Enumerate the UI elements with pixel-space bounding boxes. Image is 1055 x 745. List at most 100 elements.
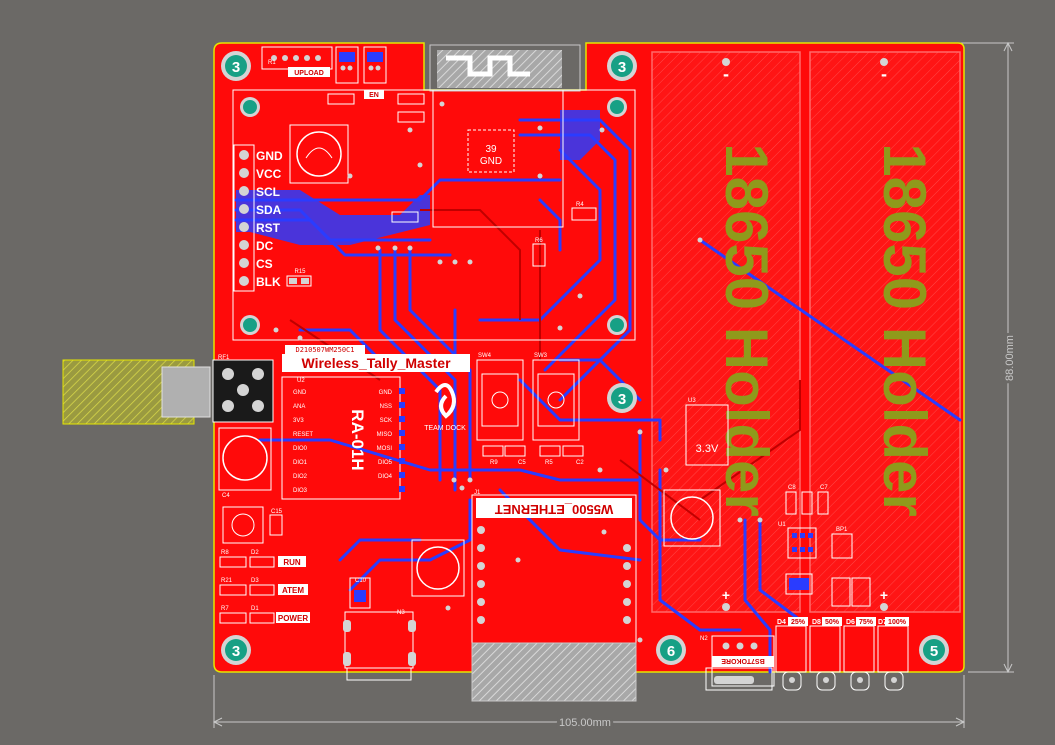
svg-text:18650 Holder: 18650 Holder — [871, 143, 938, 517]
vias — [273, 101, 763, 643]
svg-text:DIO1: DIO1 — [293, 460, 308, 466]
regulator-u3: 3.3V U3 — [685, 398, 729, 466]
svg-text:3.3V: 3.3V — [696, 443, 719, 455]
rf-connector: RF1 — [62, 355, 274, 425]
svg-text:R4: R4 — [576, 202, 584, 208]
svg-text:POWER: POWER — [278, 614, 308, 623]
dimension-height — [960, 41, 1014, 674]
smd-resistors-top — [327, 93, 425, 223]
svg-text:MOSI: MOSI — [377, 446, 393, 452]
svg-text:R9: R9 — [490, 460, 498, 466]
svg-text:R7: R7 — [221, 606, 229, 612]
resistor-r6: R6 — [532, 238, 546, 267]
resistor-r15: R15 — [286, 269, 312, 287]
mounting-hole: 5 — [919, 635, 949, 665]
svg-text:BP1: BP1 — [836, 527, 848, 533]
mounting-hole: 3 — [221, 635, 251, 665]
svg-text:DIO5: DIO5 — [378, 460, 393, 466]
svg-text:C5: C5 — [518, 460, 526, 466]
switch-en: EN — [363, 46, 387, 99]
upload-header: R1 UPLOAD — [261, 46, 333, 77]
svg-text:GND: GND — [379, 390, 393, 396]
svg-text:C8: C8 — [788, 485, 796, 491]
svg-text:R6: R6 — [535, 238, 543, 244]
svg-text:J1: J1 — [474, 490, 481, 496]
button-reset: C15 — [222, 506, 283, 544]
bottom-layer-pour — [236, 110, 600, 245]
capacitor-c4: C4 — [218, 427, 272, 499]
status-led-atem: R21 D3 ATEM — [219, 578, 308, 596]
svg-text:3: 3 — [618, 391, 626, 408]
svg-text:50%: 50% — [825, 619, 840, 626]
svg-text:SW4: SW4 — [478, 353, 492, 359]
svg-text:RESET: RESET — [293, 432, 313, 438]
esp32-gnd-pad: 39 GND — [467, 129, 515, 173]
mounting-hole: 3 — [607, 383, 637, 413]
svg-text:3: 3 — [232, 59, 240, 76]
svg-text:R21: R21 — [221, 578, 233, 584]
svg-text:18650 Holder: 18650 Holder — [713, 143, 780, 517]
lcd-pin: BLK — [239, 275, 281, 289]
svg-text:R1: R1 — [268, 60, 276, 66]
lcd-hole — [607, 315, 627, 335]
mounting-hole: 3 — [607, 51, 637, 81]
svg-text:BS7TOKORE: BS7TOKORE — [721, 657, 765, 664]
antenna-keepout — [429, 44, 581, 92]
svg-text:N3: N3 — [397, 610, 405, 616]
svg-text:-: - — [723, 64, 729, 84]
svg-text:U2: U2 — [297, 378, 305, 384]
dimension-width-label: 105.00mm — [559, 717, 611, 729]
status-led-power: R7 D1 POWER — [219, 606, 310, 624]
board-title: D210507WM250C1 Wireless_Tally_Master — [282, 345, 470, 372]
svg-text:UPLOAD: UPLOAD — [294, 70, 324, 77]
svg-text:VCC: VCC — [256, 167, 282, 181]
svg-text:GND: GND — [480, 156, 502, 167]
svg-text:R15: R15 — [294, 269, 306, 275]
svg-text:D4: D4 — [777, 619, 786, 626]
svg-text:U3: U3 — [688, 398, 696, 404]
svg-text:MISO: MISO — [377, 432, 393, 438]
charger-refs: C8 C7 BP1 U1 — [778, 485, 848, 533]
svg-text:D210507WM250C1: D210507WM250C1 — [295, 346, 354, 354]
switch-upload — [335, 46, 359, 84]
svg-text:BLK: BLK — [256, 275, 281, 289]
holder-left-text: 18650 Holder - + — [713, 58, 780, 611]
capacitor-c3 — [289, 124, 349, 184]
svg-text:C4: C4 — [222, 493, 230, 499]
svg-text:DIO0: DIO0 — [293, 446, 308, 452]
svg-text:NSS: NSS — [380, 404, 392, 410]
switch-sw3: SW3 — [532, 353, 580, 441]
lcd-hole — [240, 97, 260, 117]
mounting-hole: 6 — [656, 635, 686, 665]
svg-text:3: 3 — [232, 643, 240, 660]
svg-text:R8: R8 — [221, 550, 229, 556]
svg-text:3V3: 3V3 — [293, 418, 304, 424]
svg-text:+: + — [722, 587, 730, 603]
svg-text:SDA: SDA — [256, 203, 282, 217]
svg-text:100%: 100% — [888, 619, 907, 626]
svg-text:C15: C15 — [271, 509, 283, 515]
svg-text:75%: 75% — [859, 619, 874, 626]
lcd-module-outline — [232, 89, 636, 341]
svg-text:C2: C2 — [576, 460, 584, 466]
lora-module: U2 RA-01H GND ANA 3V3 RESET DIO0 DIO1 DI… — [281, 376, 405, 500]
svg-text:5: 5 — [930, 643, 938, 660]
svg-text:D8: D8 — [812, 619, 821, 626]
svg-text:N2: N2 — [700, 636, 708, 642]
svg-text:ATEM: ATEM — [282, 586, 304, 595]
svg-text:6: 6 — [667, 643, 675, 660]
svg-text:C7: C7 — [820, 485, 828, 491]
svg-text:DIO4: DIO4 — [378, 474, 393, 480]
svg-text:SCK: SCK — [380, 418, 392, 424]
switch-sw4: SW4 — [476, 353, 524, 441]
lora-right-pins: GND NSS SCK MISO MOSI DIO5 DIO4 — [377, 390, 393, 480]
holder-right-text: 18650 Holder - + — [871, 58, 938, 611]
svg-text:Wireless_Tally_Master: Wireless_Tally_Master — [301, 355, 451, 371]
usb-connector: C10 N3 — [343, 577, 416, 681]
svg-text:C10: C10 — [355, 578, 367, 584]
lora-left-pins: GND ANA 3V3 RESET DIO0 DIO1 DIO2 DIO3 — [293, 390, 313, 494]
lcd-pin: VCC — [239, 167, 282, 181]
svg-text:D1: D1 — [251, 606, 259, 612]
dimension-height-label: 88.00mm — [1004, 335, 1016, 381]
svg-text:U1: U1 — [778, 522, 786, 528]
